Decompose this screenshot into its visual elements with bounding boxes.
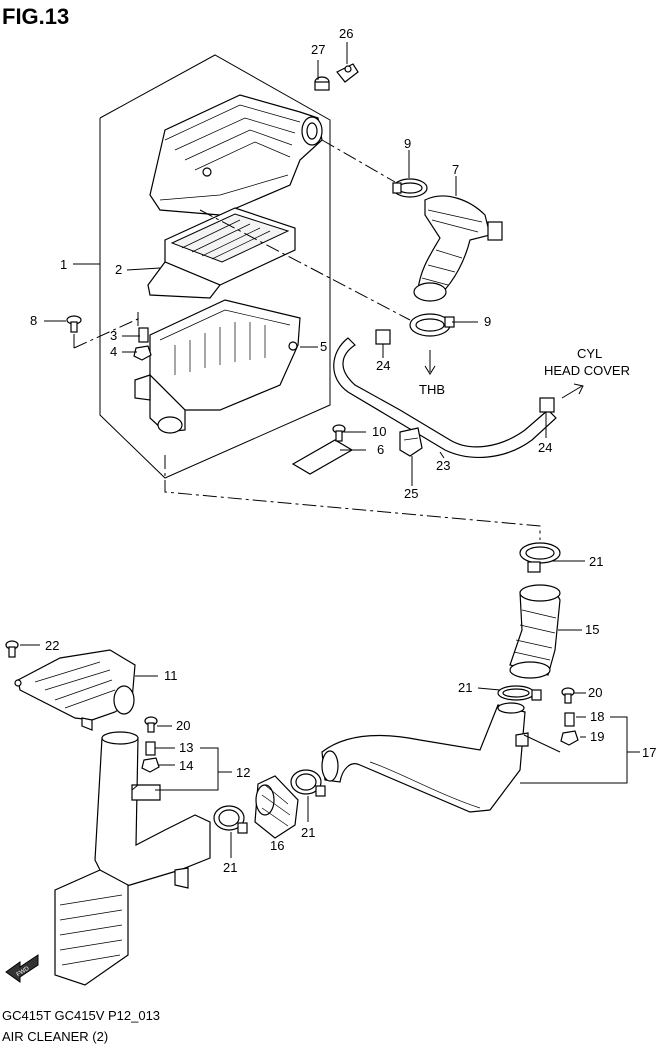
cyl-label: CYL: [577, 346, 602, 361]
callout-22: 22: [45, 638, 59, 653]
callout-16: 16: [270, 838, 284, 853]
callout-18: 18: [590, 709, 604, 724]
callout-4: 4: [110, 344, 117, 359]
callout-20-left: 20: [176, 718, 190, 733]
callout-20-right: 20: [588, 685, 602, 700]
bolt-10: [332, 424, 346, 442]
callout-21-middle: 21: [301, 825, 315, 840]
callout-14: 14: [179, 758, 193, 773]
hose-clamp-21-d: [519, 542, 561, 573]
hose-clamp-9-lower: [409, 313, 455, 337]
hose-clamp-21-c: [497, 685, 542, 701]
clip-25: [399, 427, 423, 457]
leader-lines: [20, 42, 640, 858]
nut-4: [133, 345, 152, 361]
callout-21-right: 21: [458, 680, 472, 695]
hose-23: [333, 337, 557, 459]
callout-9-upper: 9: [404, 136, 411, 151]
callout-6: 6: [377, 442, 384, 457]
callout-3: 3: [110, 328, 117, 343]
callout-15: 15: [585, 622, 599, 637]
callout-26: 26: [339, 26, 353, 41]
callout-13: 13: [179, 740, 193, 755]
head-cover-label: HEAD COVER: [544, 363, 630, 378]
callout-21-top: 21: [589, 554, 603, 569]
grommet-3: [138, 327, 149, 343]
callout-24-left: 24: [376, 358, 390, 373]
callout-8: 8: [30, 313, 37, 328]
figure-title: FIG.13: [2, 4, 69, 29]
hose-clamp-21-b: [290, 769, 326, 797]
air-cleaner-lower-case: [134, 299, 301, 434]
bolt-20-left: [144, 716, 158, 733]
callout-25: 25: [404, 486, 418, 501]
callout-12: 12: [236, 765, 250, 780]
nut-19: [560, 730, 579, 746]
callout-19: 19: [590, 729, 604, 744]
callout-1: 1: [60, 257, 67, 272]
callout-7: 7: [452, 162, 459, 177]
intake-pipe-17: [321, 702, 529, 813]
routing-lines: [73, 139, 541, 791]
air-cleaner-upper-case: [149, 94, 323, 216]
fwd-arrow-icon: FWD: [5, 954, 39, 983]
nut-14: [141, 757, 160, 773]
callout-17: 17: [642, 745, 656, 760]
bracket-6: [291, 439, 354, 475]
air-duct-12: [54, 731, 211, 986]
footer-title: AIR CLEANER (2): [2, 1029, 108, 1044]
bolt-22: [5, 640, 19, 658]
grommet-18: [564, 712, 575, 727]
cyl-arrow: [561, 385, 583, 399]
hose-clamp-9-upper: [392, 178, 428, 198]
callout-21-left: 21: [223, 860, 237, 875]
callout-23: 23: [436, 458, 450, 473]
clip-24-left: [375, 329, 391, 345]
part-27: [314, 76, 330, 91]
callout-5: 5: [320, 339, 327, 354]
callout-24-right: 24: [538, 440, 552, 455]
outlet-hose-7: [413, 195, 503, 302]
bolt-20-right: [561, 687, 575, 704]
flex-hose-15: [509, 584, 561, 679]
bolt-8: [66, 315, 82, 333]
thb-label: THB: [419, 382, 445, 397]
assembly-frame: [99, 54, 331, 479]
grommet-13: [145, 741, 156, 756]
air-duct-11: [14, 649, 136, 731]
part-26: [336, 63, 359, 83]
air-filter-element: [147, 207, 296, 299]
clip-24-right: [539, 397, 555, 413]
footer-code: GC415T GC415V P12_013: [2, 1008, 160, 1023]
hose-clamp-21-a: [213, 805, 248, 834]
rubber-hose-16: [254, 775, 299, 839]
callout-2: 2: [115, 262, 122, 277]
callout-10: 10: [372, 424, 386, 439]
callout-11: 11: [164, 668, 178, 683]
callout-9-lower: 9: [484, 314, 491, 329]
callout-27: 27: [311, 42, 325, 57]
